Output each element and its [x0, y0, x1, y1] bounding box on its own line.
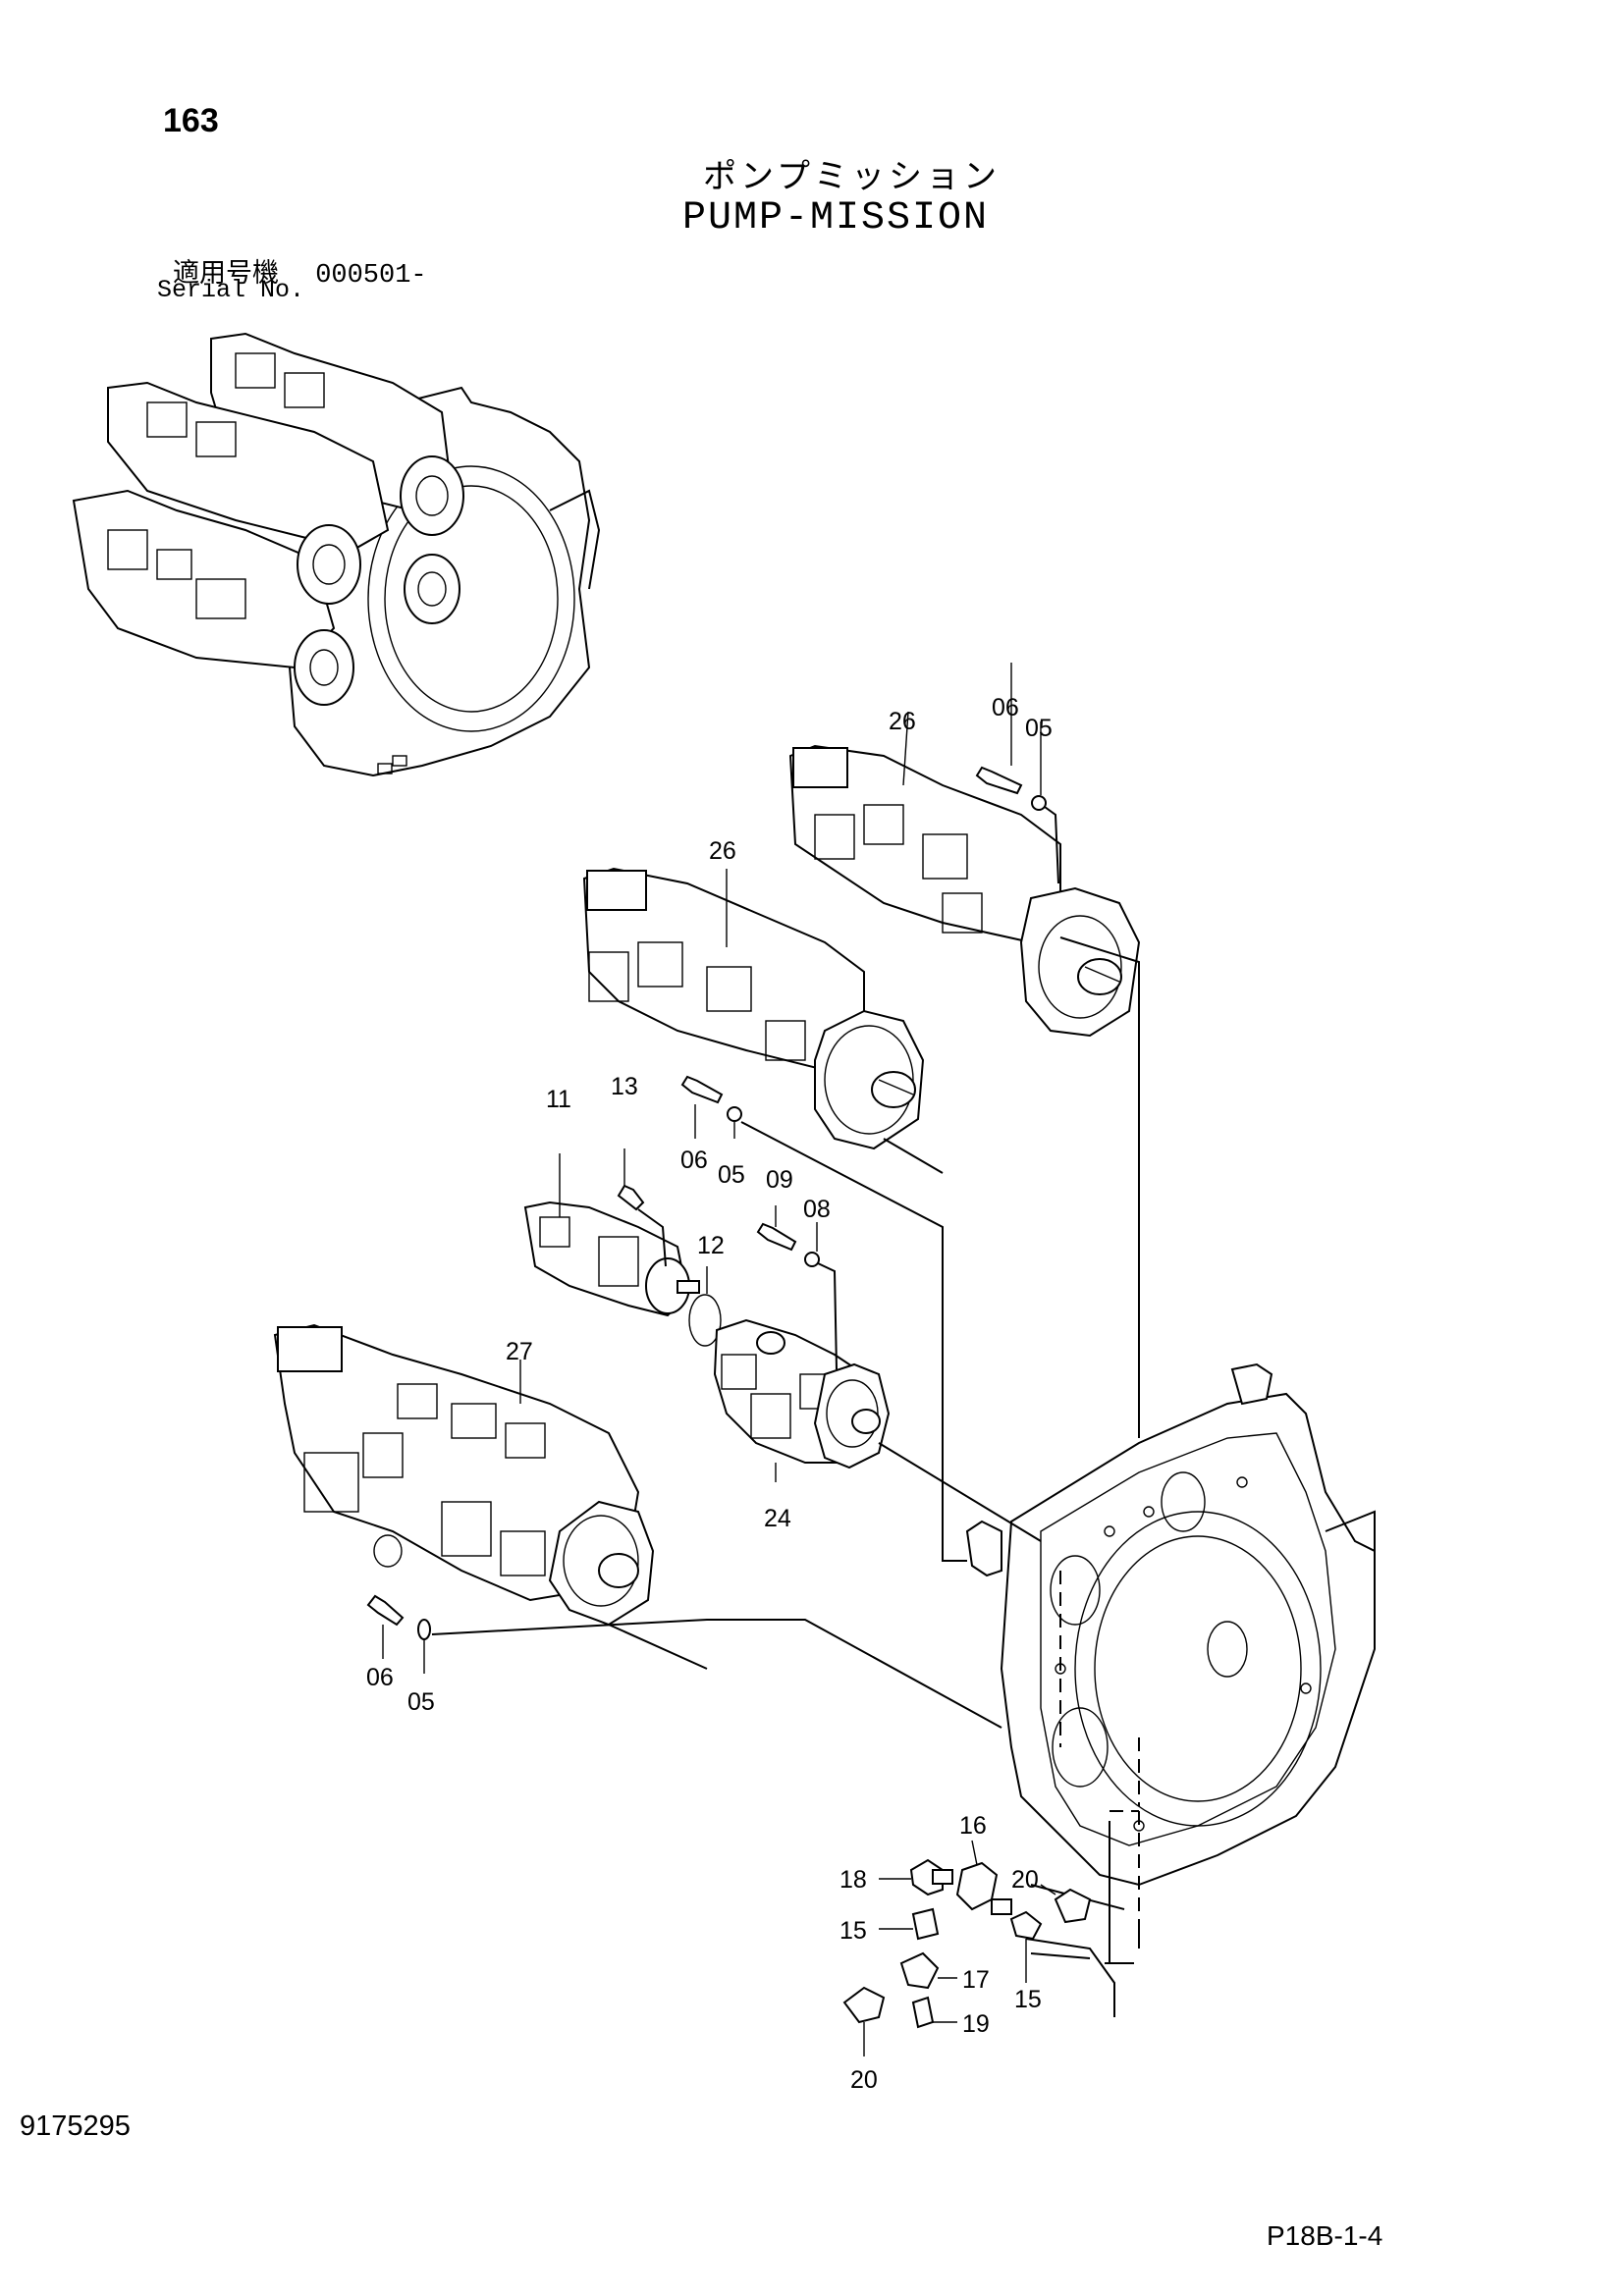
callout-16: 16	[959, 1812, 987, 1840]
callout-05: 05	[718, 1161, 745, 1189]
fittings	[842, 1840, 1092, 2056]
title-japanese: ポンプミッション	[703, 157, 1001, 196]
callout-24: 24	[764, 1505, 791, 1532]
callout-06: 06	[366, 1664, 394, 1691]
pump-26-upper	[788, 663, 1141, 1038]
leader-lines	[431, 936, 1140, 2017]
callout-27: 27	[506, 1338, 533, 1365]
callout-12: 12	[697, 1232, 725, 1259]
page-number: 163	[163, 102, 219, 139]
callout-15: 15	[839, 1917, 867, 1945]
serial-label-jp: 適用号機	[173, 258, 279, 289]
callout-26: 26	[709, 837, 736, 865]
callout-08: 08	[803, 1196, 831, 1223]
callout-13: 13	[611, 1073, 638, 1100]
callout-05: 05	[407, 1688, 435, 1716]
callout-17: 17	[962, 1966, 990, 1994]
pump-27	[273, 1323, 655, 1674]
gear-pump-11	[523, 1148, 722, 1347]
callout-11: 11	[546, 1086, 571, 1113]
callout-19: 19	[962, 2010, 990, 2038]
document-number: 9175295	[20, 2110, 131, 2142]
callout-05: 05	[1025, 715, 1053, 742]
callout-06: 06	[680, 1147, 708, 1174]
page-code: P18B-1-4	[1267, 2220, 1383, 2251]
pump-24	[713, 1205, 891, 1482]
transmission-case	[965, 1362, 1376, 1887]
callout-06: 06	[992, 694, 1019, 721]
overview-assembly	[72, 332, 601, 777]
serial-value: 000501-	[315, 261, 427, 291]
serial-number-line: 適用号機 000501-	[173, 251, 427, 291]
callout-20: 20	[1011, 1866, 1039, 1894]
title-english: PUMP-MISSION	[682, 196, 990, 240]
callout-labels: 26 06 05 26 13 11 06 05 09 08 12 27 24 0…	[366, 694, 1053, 2094]
callout-18: 18	[839, 1866, 867, 1894]
serial-label-en: Serial No.	[157, 276, 305, 304]
callout-26: 26	[889, 708, 916, 735]
pump-26-middle	[582, 867, 925, 1150]
callout-20: 20	[850, 2066, 878, 2094]
callout-09: 09	[766, 1166, 793, 1194]
callout-15: 15	[1014, 1986, 1042, 2013]
